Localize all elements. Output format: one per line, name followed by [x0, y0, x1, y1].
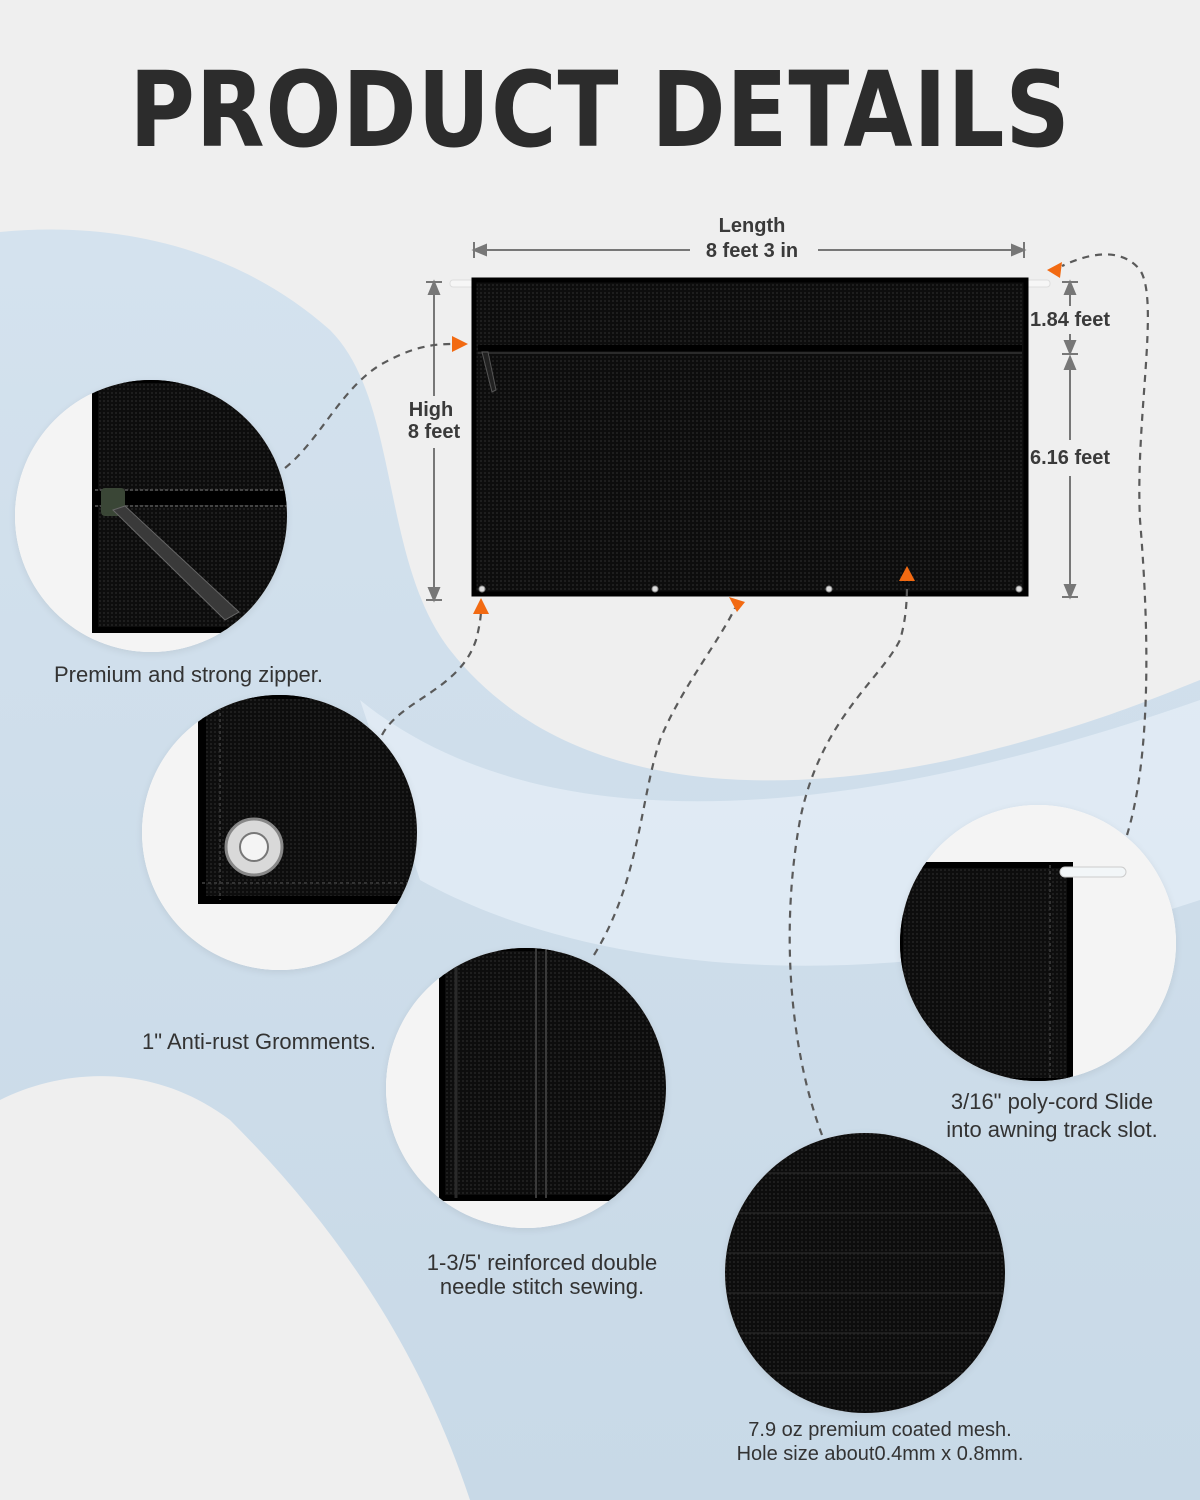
accent-arrows — [452, 262, 1062, 614]
stitch-caption-line2: needle stitch sewing. — [439, 1274, 645, 1299]
poly-cord-detail-image — [900, 805, 1176, 1081]
height-dimension-line — [426, 279, 442, 603]
connector-grommet — [381, 609, 483, 736]
mesh-caption-line2: Hole size about0.4mm x 0.8mm. — [736, 1443, 1024, 1465]
section-dimension-lines — [1062, 279, 1078, 600]
bottom-section-label: 6.16 feet — [1030, 447, 1111, 469]
stitch-detail-image — [386, 948, 666, 1228]
mesh-caption-line1: 7.9 oz premium coated mesh. — [748, 1419, 1012, 1441]
page-title: PRODUCT DETAILS — [129, 49, 1071, 171]
mesh-detail-image — [725, 1133, 1005, 1413]
zipper-detail-image — [15, 380, 287, 652]
poly-cord-caption-line1: 3/16" poly-cord Slide — [950, 1089, 1154, 1114]
top-section-label: 1.84 feet — [1030, 309, 1111, 331]
length-value: 8 feet 3 in — [705, 240, 799, 262]
poly-cord-caption-line2: into awning track slot. — [946, 1117, 1158, 1142]
grommet-detail-image — [142, 695, 417, 970]
length-label: Length — [718, 215, 786, 237]
high-value: 8 feet — [407, 421, 461, 443]
connector-mesh — [788, 583, 909, 1136]
grommets-caption: 1" Anti-rust Gromments. — [142, 1029, 376, 1054]
length-dimension-line — [471, 242, 1027, 258]
awning-panel — [449, 277, 1051, 597]
high-label: High — [408, 399, 454, 421]
stitch-caption-line1: 1-3/5' reinforced double — [426, 1250, 658, 1275]
zipper-caption: Premium and strong zipper. — [54, 662, 324, 687]
connector-cord — [1061, 253, 1149, 836]
connector-stitch — [593, 607, 736, 956]
